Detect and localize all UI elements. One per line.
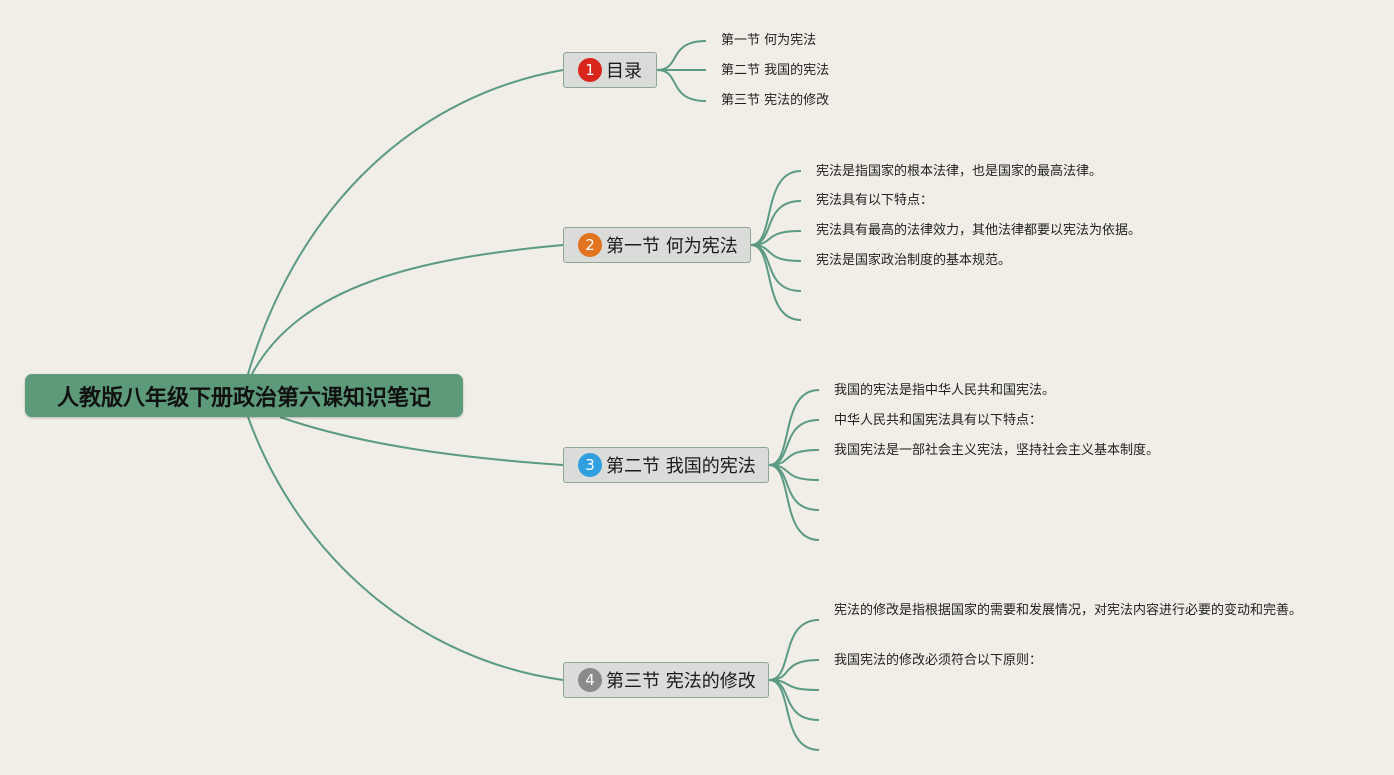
connector-t1-leaf-3 bbox=[656, 69, 707, 102]
connector-t3-leaf-6 bbox=[768, 464, 820, 541]
root-topic[interactable]: 人教版八年级下册政治第六课知识笔记 bbox=[25, 374, 463, 417]
leaf-item[interactable]: 我国宪法是一部社会主义宪法，坚持社会主义基本制度。 bbox=[834, 443, 1160, 458]
number-badge-1: 1 bbox=[578, 58, 602, 82]
leaf-item[interactable]: 第一节 何为宪法 bbox=[721, 33, 817, 48]
leaf-item[interactable]: 宪法是国家政治制度的基本规范。 bbox=[816, 253, 1012, 268]
root-topic-label: 人教版八年级下册政治第六课知识笔记 bbox=[56, 385, 431, 411]
connector-t2-leaf-5 bbox=[750, 244, 802, 292]
number-badge-2: 2 bbox=[578, 233, 602, 257]
leaf-item[interactable]: 宪法具有最高的法律效力，其他法律都要以宪法为依据。 bbox=[816, 223, 1142, 238]
connector-t2-leaf-6 bbox=[750, 244, 802, 321]
connector-root-topic-1 bbox=[247, 69, 564, 375]
topic-contents[interactable]: 1 目录 bbox=[563, 52, 657, 88]
connector-t4-leaf-5 bbox=[768, 679, 820, 751]
number-badge-4: 4 bbox=[578, 668, 602, 692]
connector-t3-leaf-2 bbox=[768, 419, 820, 466]
connector-t3-leaf-5 bbox=[768, 464, 820, 511]
connector-root-topic-3 bbox=[279, 416, 564, 466]
leaf-item[interactable]: 我国的宪法是指中华人民共和国宪法。 bbox=[834, 383, 1056, 398]
number-badge-3: 3 bbox=[578, 453, 602, 477]
leaf-item[interactable]: 宪法是指国家的根本法律，也是国家的最高法律。 bbox=[816, 164, 1103, 179]
leaf-item[interactable]: 我国宪法的修改必须符合以下原则： bbox=[834, 653, 1043, 668]
topic-label: 第一节 何为宪法 bbox=[606, 236, 738, 257]
leaf-item[interactable]: 宪法具有以下特点： bbox=[816, 193, 934, 208]
connector-t3-leaf-1 bbox=[768, 389, 820, 466]
connector-t2-leaf-1 bbox=[750, 170, 802, 246]
leaf-item[interactable]: 宪法的修改是指根据国家的需要和发展情况，对宪法内容进行必要的变动和完善。 bbox=[834, 603, 1303, 618]
leaf-item[interactable]: 第三节 宪法的修改 bbox=[721, 93, 830, 108]
leaf-item[interactable]: 第二节 我国的宪法 bbox=[721, 63, 830, 78]
topic-label: 第三节 宪法的修改 bbox=[606, 671, 756, 692]
topic-label: 目录 bbox=[606, 61, 642, 82]
topic-label: 第二节 我国的宪法 bbox=[606, 456, 756, 477]
connector-t1-leaf-1 bbox=[656, 40, 707, 71]
leaf-item[interactable]: 中华人民共和国宪法具有以下特点： bbox=[834, 413, 1043, 428]
connector-t4-leaf-4 bbox=[768, 679, 820, 721]
topic-section-2[interactable]: 3 第二节 我国的宪法 bbox=[563, 447, 769, 483]
connector-t4-leaf-1 bbox=[768, 619, 820, 681]
connector-root-topic-2 bbox=[251, 244, 564, 375]
connector-root-topic-4 bbox=[247, 416, 564, 681]
connector-t2-leaf-2 bbox=[750, 200, 802, 246]
topic-section-3[interactable]: 4 第三节 宪法的修改 bbox=[563, 662, 769, 698]
topic-section-1[interactable]: 2 第一节 何为宪法 bbox=[563, 227, 751, 263]
